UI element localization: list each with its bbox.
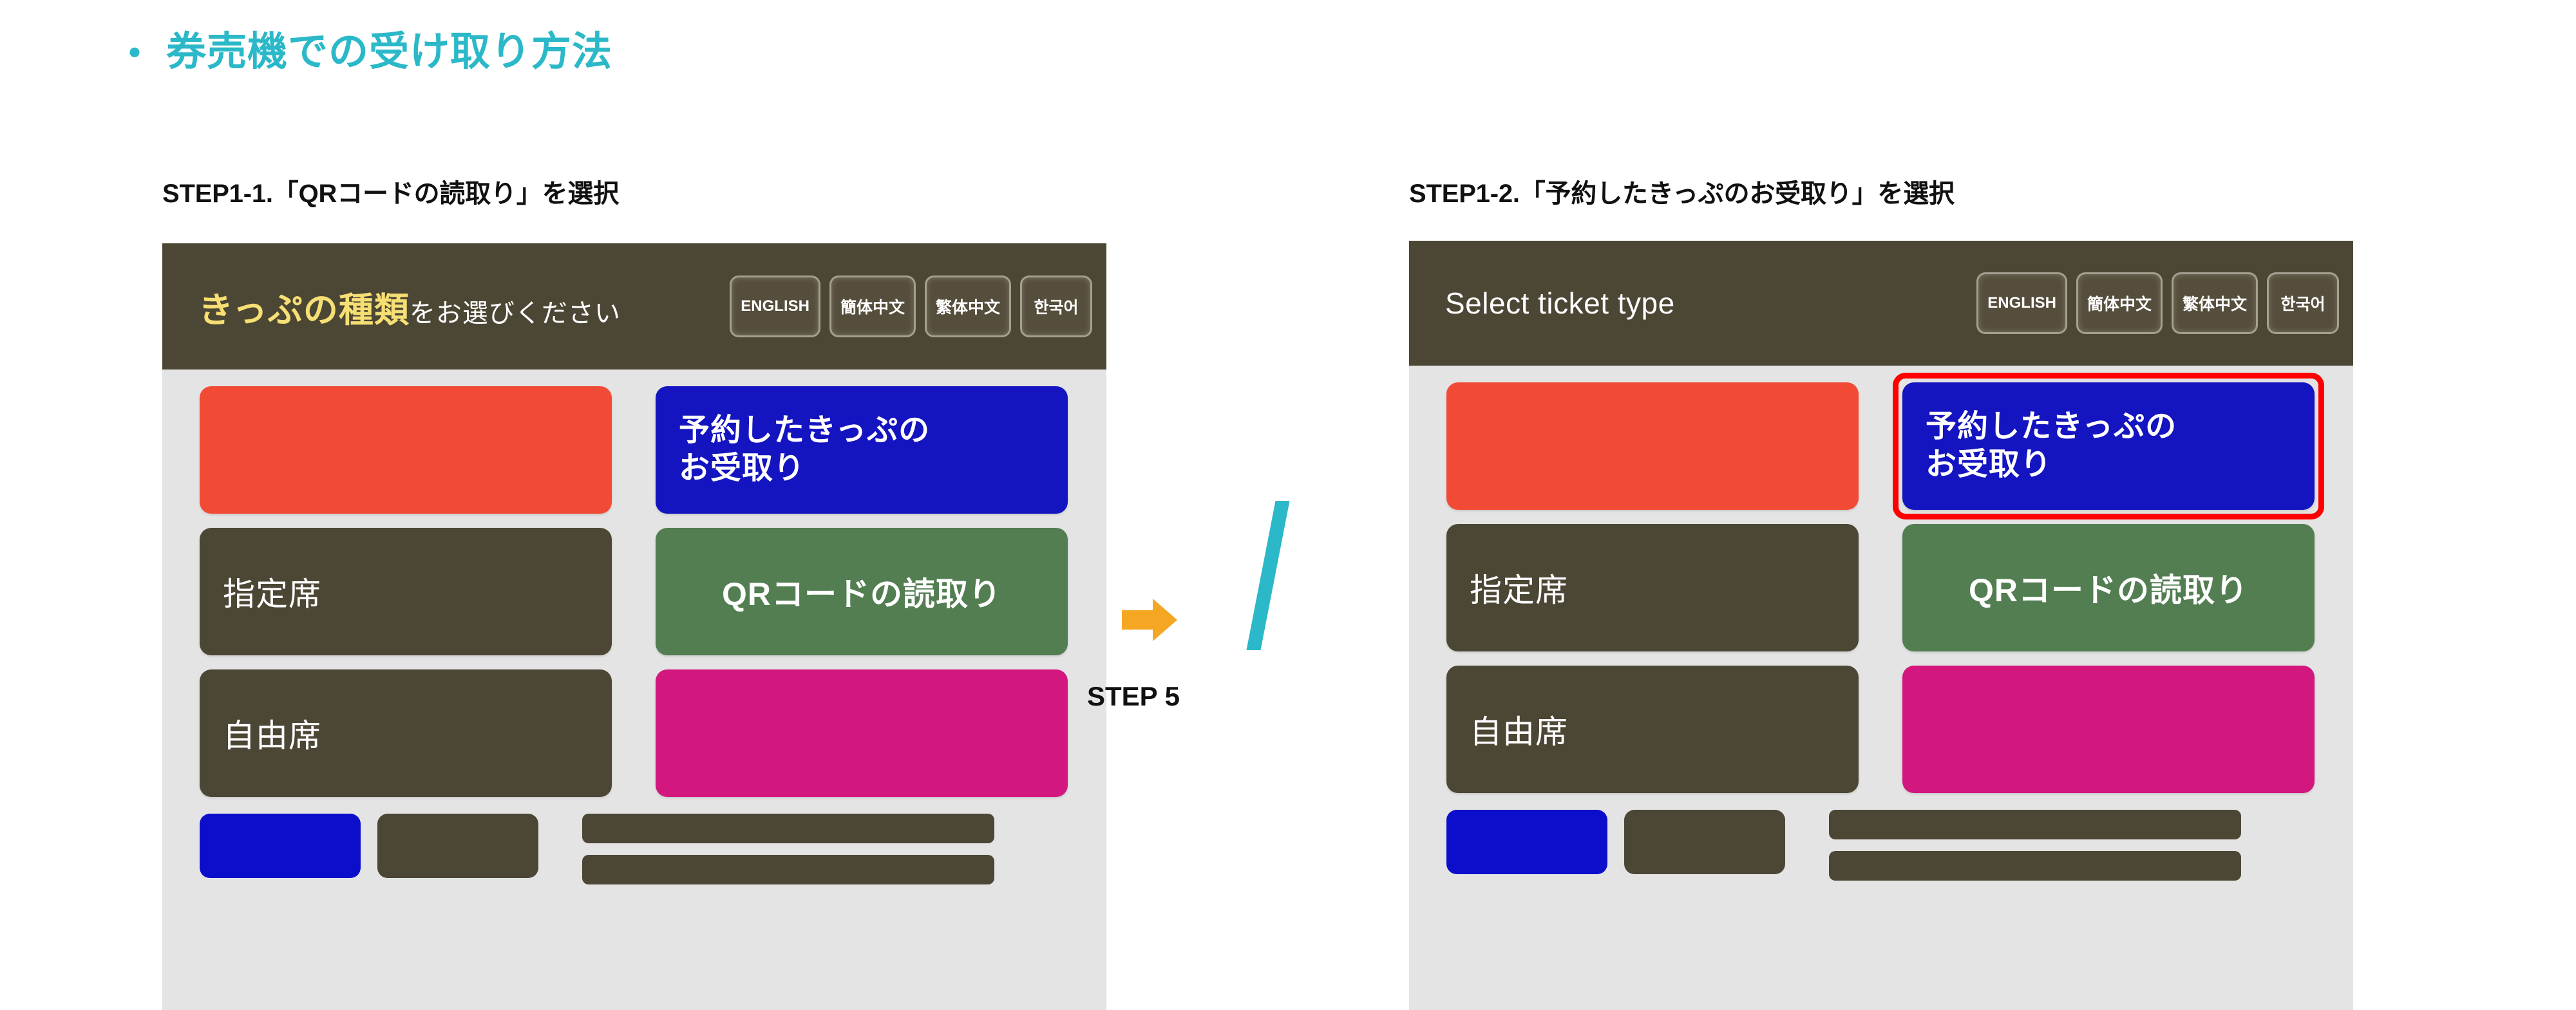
bottom-bar-group-left [582,814,994,884]
ticket-button-reserved-pickup-left[interactable]: 予約したきっぷの お受取り [656,386,1068,514]
lang-button-english-right[interactable]: ENGLISH [1976,272,2067,334]
language-button-group-right: ENGLISH 簡体中文 繁体中文 한국어 [1976,272,2339,334]
transition-arrow [1122,596,1177,644]
header-title-rest: をお選びください [409,299,621,328]
kiosk-left-bottom-row [200,814,1069,884]
ticket-button-red-left[interactable] [200,386,612,514]
kiosk-left-row-2: 指定席 QRコードの読取り [200,528,1069,655]
step-heading-left: STEP1-1.「QRコードの読取り」を選択 [162,180,619,208]
ticket-button-free-seat-right[interactable]: 自由席 [1446,666,1859,793]
bottom-button-olive-left[interactable] [377,814,538,878]
lang-button-traditional-chinese[interactable]: 繁体中文 [924,276,1011,337]
kiosk-right-row-1: 予約したきっぷの お受取り [1446,373,2324,519]
title-bullet-icon: ・ [115,32,155,77]
reserved-pickup-line2-right: お受取り [1926,447,2052,482]
ticket-button-qr-scan-left[interactable]: QRコードの読取り [656,528,1068,655]
kiosk-right-row-3: 自由席 [1446,666,2316,793]
bottom-bar-group-right [1829,810,2241,881]
bottom-bar-2-left[interactable] [582,855,994,884]
bottom-button-blue-left[interactable] [200,814,361,878]
ticket-button-qr-scan-right[interactable]: QRコードの読取り [1902,524,2315,651]
lang-button-korean[interactable]: 한국어 [1020,276,1092,337]
lang-button-english[interactable]: ENGLISH [730,276,820,337]
kiosk-left-row-1: 予約したきっぷの お受取り [200,386,1069,514]
kiosk-screen-right: Select ticket type ENGLISH 簡体中文 繁体中文 한국어… [1409,241,2353,1010]
reserved-pickup-line1: 予約したきっぷの [679,413,931,448]
kiosk-right-row-2: 指定席 QRコードの読取り [1446,524,2316,651]
bottom-bar-1-right[interactable] [1829,810,2241,839]
page-title: ・ 券売機での受け取り方法 [115,30,613,77]
language-button-group-left: ENGLISH 簡体中文 繁体中文 한국어 [730,276,1092,337]
divider-slash [1246,501,1290,650]
arrow-right-icon [1122,599,1177,641]
ticket-button-magenta-right[interactable] [1902,666,2315,793]
header-title-keyword: きっぷの種類 [198,290,410,330]
ticket-button-reserved-seat-right[interactable]: 指定席 [1446,524,1859,651]
kiosk-left-body: 予約したきっぷの お受取り 指定席 QRコードの読取り 自由席 [162,369,1106,884]
bottom-bar-1-left[interactable] [582,814,994,843]
bottom-bar-2-right[interactable] [1829,851,2241,881]
title-text: 券売機での受け取り方法 [166,30,613,74]
ticket-button-free-seat-left[interactable]: 自由席 [200,669,612,797]
kiosk-right-bottom-row [1446,810,2316,881]
kiosk-right-body: 予約したきっぷの お受取り 指定席 QRコードの読取り 自由席 [1409,366,2353,881]
step-heading-right: STEP1-2.「予約したきっぷのお受取り」を選択 [1409,180,1955,208]
lang-button-simplified-chinese-right[interactable]: 簡体中文 [2076,272,2163,334]
lang-button-traditional-chinese-right[interactable]: 繁体中文 [2171,272,2258,334]
kiosk-right-header-title: Select ticket type [1445,286,1675,320]
kiosk-left-header-title: きっぷの種類 をお選びください [198,281,621,332]
ticket-button-red-right[interactable] [1446,382,1859,510]
reserved-pickup-line1-right: 予約したきっぷの [1926,409,2177,444]
reserved-pickup-line2: お受取り [679,451,806,485]
lang-button-simplified-chinese[interactable]: 簡体中文 [829,276,916,337]
kiosk-screen-left: きっぷの種類 をお選びください ENGLISH 簡体中文 繁体中文 한국어 予約… [162,243,1106,1010]
kiosk-left-row-3: 自由席 [200,669,1069,797]
bottom-button-blue-right[interactable] [1446,810,1607,874]
bottom-button-olive-right[interactable] [1624,810,1785,874]
ticket-button-reserved-pickup-right[interactable]: 予約したきっぷの お受取り [1893,373,2324,519]
kiosk-right-header: Select ticket type ENGLISH 簡体中文 繁体中文 한국어 [1409,241,2353,366]
lang-button-korean-right[interactable]: 한국어 [2267,272,2339,334]
ticket-button-magenta-left[interactable] [656,669,1068,797]
ticket-button-reserved-seat-left[interactable]: 指定席 [200,528,612,655]
step-transition-label: STEP 5 [1087,681,1180,711]
kiosk-left-header: きっぷの種類 をお選びください ENGLISH 簡体中文 繁体中文 한국어 [162,243,1106,369]
